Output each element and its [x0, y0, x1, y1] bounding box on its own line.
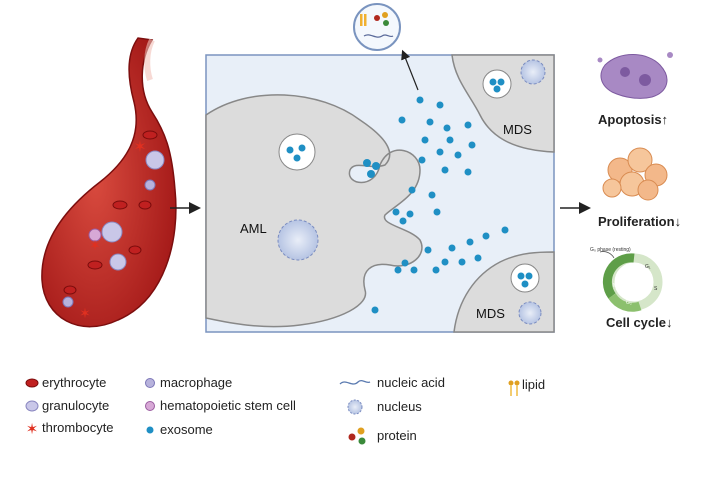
phase-m-label: M	[613, 283, 617, 289]
legend-nucleus: nucleus	[377, 399, 422, 414]
phase-g2-label: G₂	[626, 300, 632, 306]
mds-top-label: MDS	[503, 122, 532, 137]
legend-exosome: exosome	[160, 422, 213, 437]
cell-cycle-illustration: G₀ phase (resting) G₁ S G₂ M	[590, 247, 663, 312]
legend-protein: protein	[377, 428, 417, 443]
g0-label: G₀ phase (resting)	[590, 247, 631, 253]
granulocyte-icon	[25, 400, 39, 412]
phase-g1-label: G₁	[645, 264, 651, 270]
legend-thrombocyte: thrombocyte	[42, 420, 114, 435]
legend-erythrocyte: erythrocyte	[42, 375, 106, 390]
legend-lipid: lipid	[522, 377, 545, 392]
svg-text:✶: ✶	[79, 305, 91, 321]
nucleic-acid-icon	[339, 379, 371, 385]
blood-vessel: ✶ ✶ ✶	[41, 37, 177, 328]
legend-nucleic-acid: nucleic acid	[377, 375, 445, 390]
exosome-zoom	[353, 3, 401, 51]
legend-granulocyte: granulocyte	[42, 398, 109, 413]
protein-icon	[348, 427, 366, 445]
thrombocyte-icon: ✶	[26, 421, 39, 438]
aml-cell	[205, 94, 423, 328]
proliferation-illustration	[602, 147, 668, 201]
aml-nucleus	[277, 219, 319, 261]
legend-macrophage: macrophage	[160, 375, 232, 390]
apoptosis-illustration	[597, 52, 673, 99]
apoptosis-label: Apoptosis↑	[598, 112, 668, 127]
svg-text:✶: ✶	[133, 139, 146, 156]
hsc-icon	[145, 401, 155, 411]
free-exosomes	[371, 96, 509, 314]
arrow-to-zoom	[401, 49, 419, 91]
aml-vesicle	[278, 133, 316, 171]
nucleus-icon	[347, 399, 363, 415]
aml-label: AML	[240, 221, 267, 236]
mds-bottom-label: MDS	[476, 306, 505, 321]
exosome-icon	[146, 426, 154, 434]
lipid-icon	[508, 380, 520, 396]
cell-cycle-label: Cell cycle↓	[606, 315, 673, 330]
svg-text:✶: ✶	[89, 237, 101, 253]
macrophage-icon	[145, 378, 155, 388]
erythrocyte-icon	[25, 378, 39, 388]
legend-hsc: hematopoietic stem cell	[160, 398, 296, 413]
legend: erythrocyte granulocyte ✶ thrombocyte ma…	[25, 375, 545, 445]
phase-s-label: S	[654, 286, 658, 292]
proliferation-label: Proliferation↓	[598, 214, 681, 229]
